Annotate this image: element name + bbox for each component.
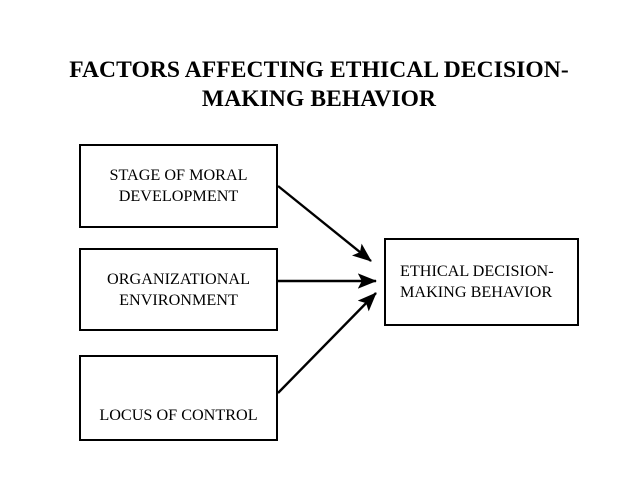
node-stage-of-moral-development[interactable]: STAGE OF MORAL DEVELOPMENT	[79, 144, 278, 228]
node-locus-of-control[interactable]: LOCUS OF CONTROL	[79, 355, 278, 441]
node-label-ethical-decision-making-behavior: ETHICAL DECISION- MAKING BEHAVIOR	[400, 262, 554, 301]
node-label-locus-of-control: LOCUS OF CONTROL	[99, 406, 258, 424]
node-ethical-decision-making-behavior[interactable]: ETHICAL DECISION- MAKING BEHAVIOR	[384, 238, 579, 326]
arrow-stage-to-outcome	[277, 185, 372, 262]
arrow-locus-to-outcome	[277, 292, 377, 394]
page-title: FACTORS AFFECTING ETHICAL DECISION- MAKI…	[69, 57, 569, 112]
node-label-stage-of-moral-development: STAGE OF MORAL DEVELOPMENT	[109, 166, 248, 205]
node-label-organizational-environment: ORGANIZATIONAL ENVIRONMENT	[107, 269, 250, 309]
node-organizational-environment[interactable]: ORGANIZATIONAL ENVIRONMENT	[79, 248, 278, 331]
